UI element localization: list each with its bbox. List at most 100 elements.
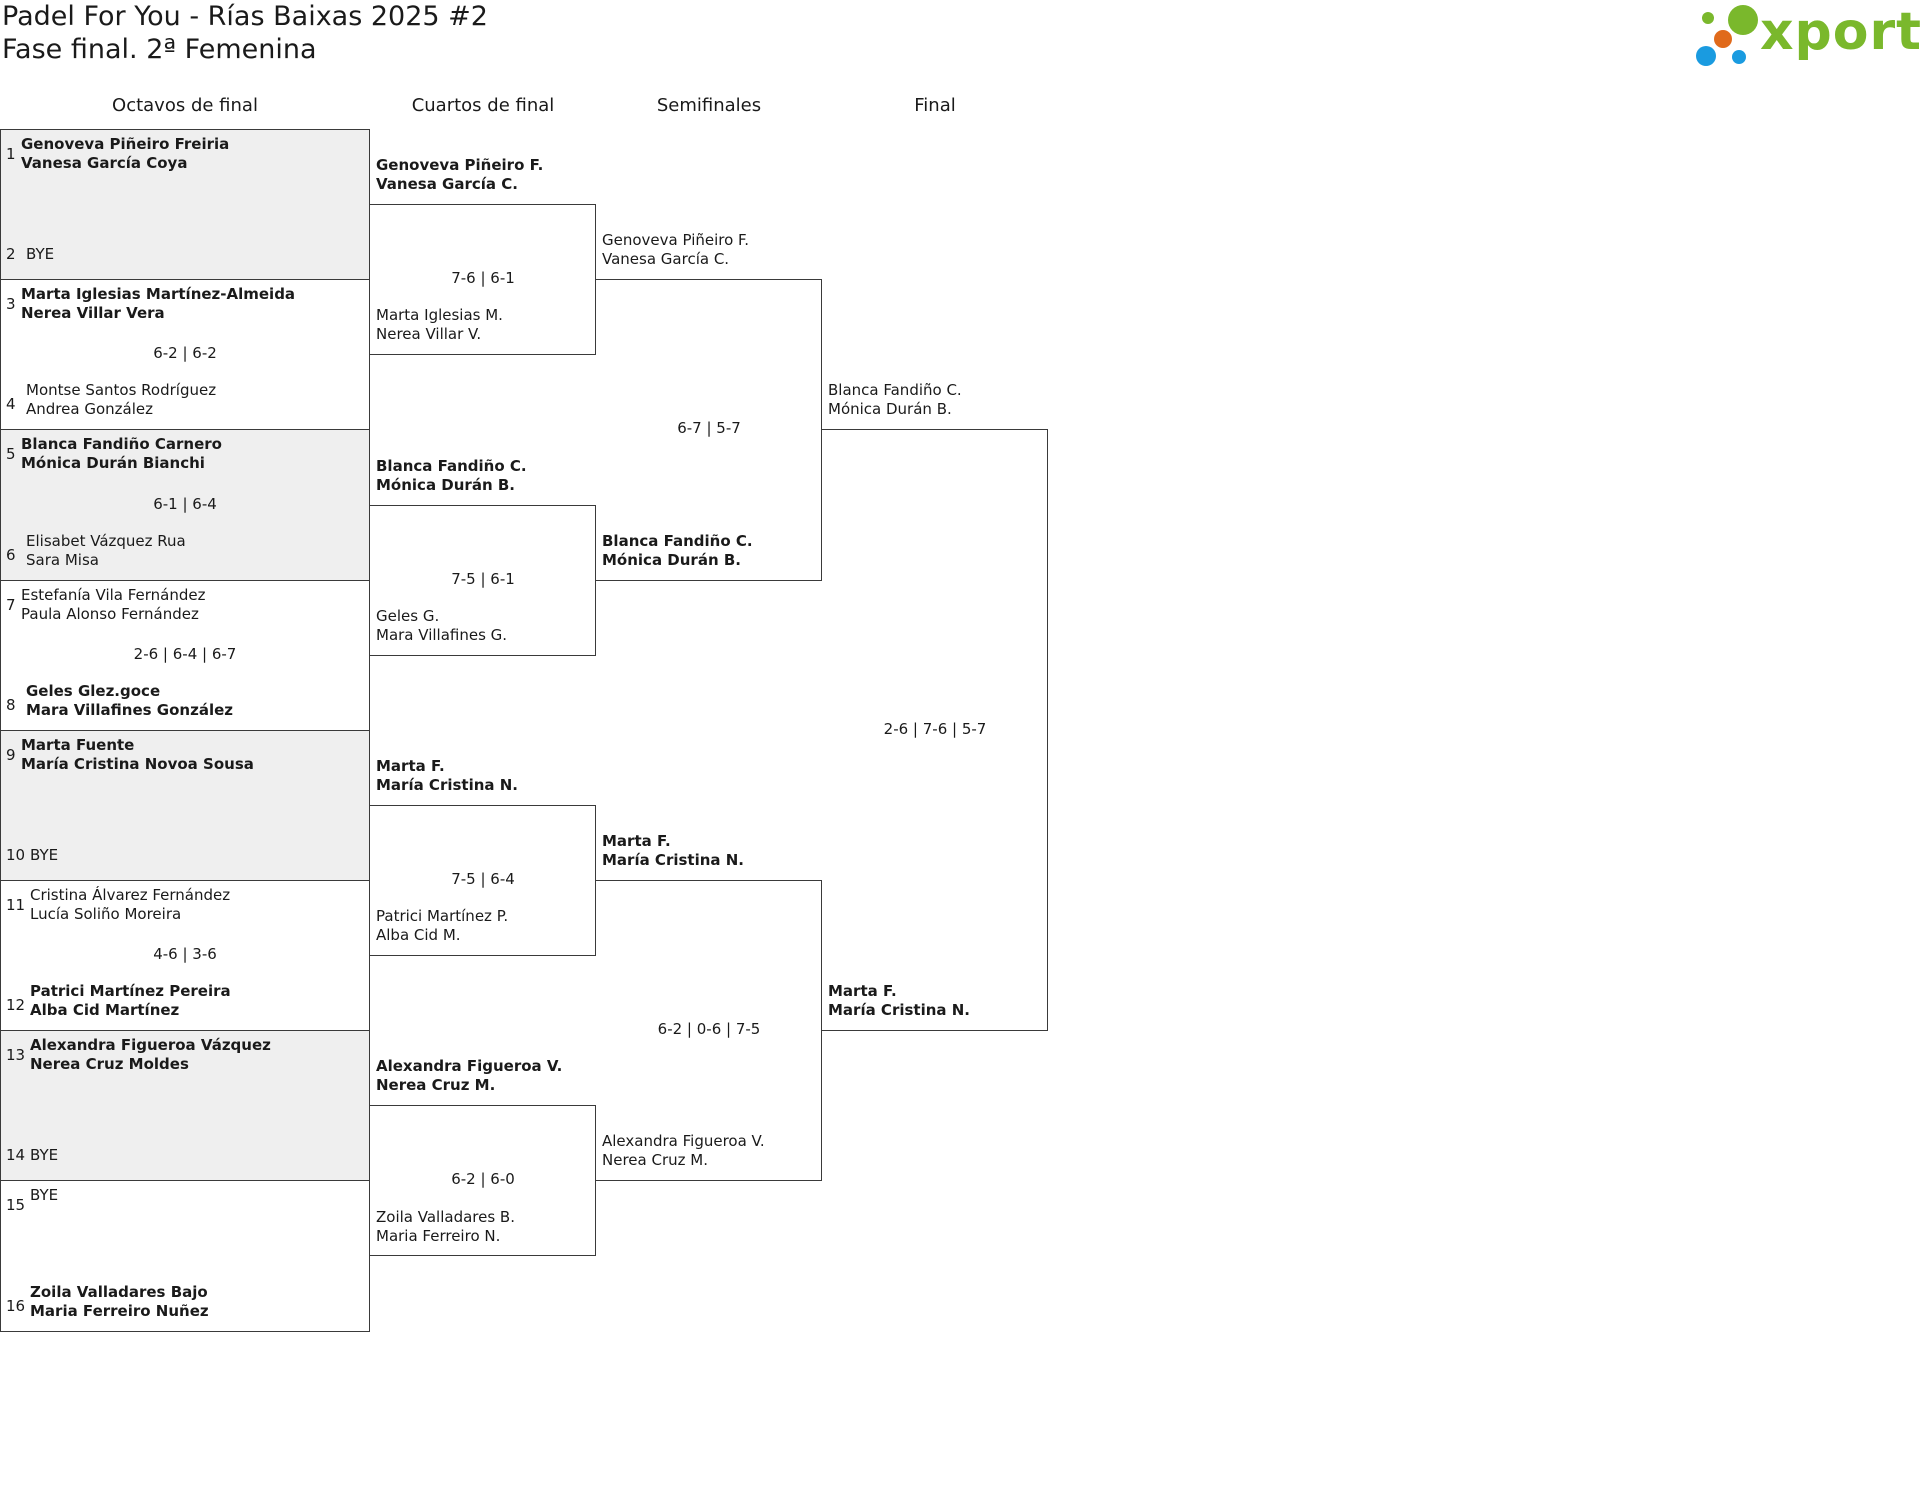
player-name: Vanesa García C. — [376, 175, 518, 194]
seed-number: 9 — [6, 745, 16, 764]
qf-connector — [370, 1105, 596, 1257]
player-name: Alba Cid Martínez — [30, 1001, 180, 1020]
seed-number: 5 — [6, 445, 16, 464]
player-name: Geles Glez.goce — [26, 681, 161, 700]
r16-match — [0, 429, 370, 581]
player-name: Paula Alonso Fernández — [21, 604, 199, 623]
match-score: 6-2 | 0-6 | 7-5 — [657, 1020, 761, 1039]
player-name: Alexandra Figueroa V. — [376, 1057, 563, 1076]
sf-connector — [596, 279, 822, 581]
seed-number: 8 — [6, 695, 16, 714]
r16-match — [0, 129, 370, 281]
seed-number: 12 — [6, 996, 26, 1015]
player-name: Geles G. — [376, 606, 440, 625]
player-name: Blanca Fandiño C. — [602, 531, 753, 550]
logo-dot-blue-small — [1732, 50, 1746, 64]
match-score: 4-6 | 3-6 — [153, 945, 217, 964]
player-name: Lucía Soliño Moreira — [30, 905, 182, 923]
player-name: Patrici Martínez P. — [376, 907, 509, 926]
tournament-title: Padel For You - Rías Baixas 2025 #2 — [2, 1, 488, 32]
pair-top: Genoveva Piñeiro F.Vanesa García C. — [602, 231, 749, 269]
logo-dot-orange — [1714, 30, 1732, 48]
round-header-r16: Octavos de final — [112, 95, 258, 116]
seed-number: 13 — [6, 1046, 26, 1065]
logo-dot-green — [1728, 5, 1758, 35]
player-name: Marta F. — [376, 756, 445, 775]
pair-bottom: Marta F.María Cristina N. — [828, 982, 970, 1020]
round-header-final: Final — [914, 95, 956, 116]
logo-dot-green-small — [1702, 12, 1714, 24]
pair-bottom: Geles G.Mara Villafines G. — [376, 607, 507, 645]
qf-connector — [370, 504, 596, 656]
final-connector — [822, 429, 1048, 1032]
round-header-qf: Cuartos de final — [411, 95, 555, 116]
pair-top: Blanca Fandiño C.Mónica Durán B. — [376, 457, 527, 495]
player-name: Montse Santos Rodríguez — [26, 381, 217, 400]
seed-number: 15 — [6, 1196, 26, 1215]
player-name: Cristina Álvarez Fernández — [30, 886, 231, 904]
pair-top: Genoveva Piñeiro F.Vanesa García C. — [376, 156, 543, 194]
pair-bottom: Marta Iglesias M.Nerea Villar V. — [376, 306, 503, 344]
pair-bottom: Alexandra Figueroa V.Nerea Cruz M. — [602, 1132, 765, 1170]
player-name: Marta Iglesias Martínez-Almeida — [21, 285, 296, 304]
seed-number: 10 — [6, 846, 26, 864]
player-name: Genoveva Piñeiro Freiria — [21, 135, 230, 153]
player-name: Nerea Cruz Moldes — [30, 1055, 189, 1074]
player-name: Elisabet Vázquez Rua — [26, 531, 186, 550]
player-name: Alexandra Figueroa V. — [602, 1132, 765, 1151]
xporty-logo: xporty — [1694, 2, 1920, 68]
player-name: Marta F. — [602, 832, 671, 850]
seed-number: 6 — [6, 545, 16, 564]
pair-bottom: BYE — [30, 1146, 58, 1165]
pair-top: Alexandra Figueroa V.Nerea Cruz M. — [376, 1057, 562, 1095]
player-name: Alba Cid M. — [376, 926, 461, 945]
player-name: Mónica Durán B. — [376, 475, 515, 494]
match-score: 7-6 | 6-1 — [451, 269, 515, 288]
player-name: BYE — [26, 245, 55, 264]
player-name: María Cristina N. — [376, 775, 518, 794]
player-name: BYE — [30, 846, 59, 864]
player-name: Genoveva Piñeiro F. — [376, 156, 544, 175]
seed-number: 7 — [6, 595, 16, 614]
player-name: Andrea González — [26, 400, 153, 419]
match-score: 2-6 | 7-6 | 5-7 — [883, 719, 987, 738]
match-score: 7-5 | 6-4 — [451, 870, 515, 888]
player-name: BYE — [30, 1146, 59, 1165]
seed-number: 1 — [6, 145, 16, 163]
player-name: Nerea Villar Vera — [21, 304, 165, 323]
r16-match — [0, 729, 370, 881]
player-name: Nerea Cruz M. — [602, 1151, 708, 1170]
pair-top: BYE — [30, 1186, 58, 1205]
pair-bottom: Patrici Martínez P.Alba Cid M. — [376, 907, 508, 945]
player-name: Sara Misa — [26, 550, 99, 569]
pair-bottom: BYE — [30, 846, 58, 865]
pair-bottom: BYE — [26, 245, 54, 264]
player-name: Estefanía Vila Fernández — [21, 585, 206, 604]
player-name: María Cristina N. — [828, 1001, 970, 1020]
player-name: Mónica Durán B. — [602, 550, 741, 569]
pair-top: Blanca Fandiño C.Mónica Durán B. — [828, 381, 962, 419]
player-name: Blanca Fandiño Carnero — [21, 435, 222, 454]
player-name: Zoila Valladares B. — [376, 1207, 515, 1226]
player-name: Marta Fuente — [21, 735, 135, 754]
player-name: María Cristina Novoa Sousa — [21, 754, 254, 773]
seed-number: 4 — [6, 395, 16, 414]
player-name: BYE — [30, 1186, 59, 1205]
player-name: Marta Iglesias M. — [376, 306, 503, 325]
player-name: Marta F. — [828, 982, 897, 1001]
pair-top: Marta F.María Cristina N. — [376, 757, 518, 795]
qf-connector — [370, 804, 596, 957]
player-name: Maria Ferreiro Nuñez — [30, 1301, 209, 1320]
pair-bottom: Zoila Valladares B.Maria Ferreiro N. — [376, 1208, 515, 1246]
r16-match — [0, 1180, 370, 1332]
seed-number: 16 — [6, 1296, 26, 1315]
